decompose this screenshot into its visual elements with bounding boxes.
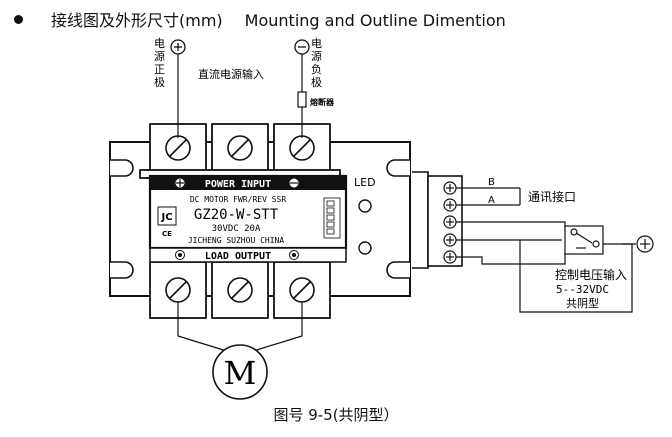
led-indicator-1 [358, 199, 372, 213]
control-terminal-housing [412, 171, 429, 269]
model-number: GZ20-W-STT [194, 207, 279, 223]
motor-letter: M [224, 354, 257, 392]
control-input-label: 控制电压输入 [555, 267, 627, 282]
led-indicator-2 [358, 241, 372, 255]
bullet-icon [14, 14, 23, 24]
motor-wires [177, 302, 303, 353]
positive-terminal-icon [170, 39, 186, 55]
svg-text:极: 极 [154, 75, 165, 89]
jc-logo: JC [157, 206, 177, 226]
load-output-terminal-icons [175, 250, 299, 260]
dc-input-label: 直流电源输入 [198, 67, 264, 81]
ce-mark: CE [162, 230, 172, 238]
svg-text:负: 负 [311, 62, 322, 76]
power-positive-label: 电 源 正 极 [154, 37, 165, 89]
mount-slot-bottom-left [110, 261, 134, 279]
svg-text:源: 源 [154, 49, 165, 63]
motor-icon [212, 344, 268, 400]
svg-text:正: 正 [154, 63, 165, 76]
control-switch-box [564, 225, 604, 255]
common-cathode-label: 共阴型 [566, 296, 599, 310]
fuse-label: 熔断器 [310, 97, 335, 107]
mount-slot-bottom-right [386, 261, 410, 279]
svg-text:源: 源 [311, 49, 322, 63]
fuse-icon [297, 91, 307, 108]
svg-text:JC: JC [160, 212, 172, 223]
load-output-label: LOAD OUTPUT [205, 251, 271, 262]
maker-line: JICHENG SUZHOU CHINA [188, 236, 285, 245]
led-label: LED [354, 176, 376, 189]
control-range-label: 5--32VDC [556, 283, 609, 296]
power-input-label: POWER INPUT [205, 179, 271, 190]
section-title: 接线图及外形尺寸(mm)Mounting and Outline Dimenti… [51, 11, 506, 30]
svg-text:电: 电 [154, 37, 165, 50]
mount-slot-top-right [386, 159, 410, 177]
type-line: DC MOTOR FWR/REV SSR [190, 195, 287, 204]
control-wires [456, 221, 633, 313]
svg-text:电: 电 [311, 37, 322, 50]
mount-slot-top-left [110, 159, 134, 177]
comm-port-label: 通讯接口 [528, 189, 576, 204]
comm-wires [456, 187, 521, 206]
section-header: 接线图及外形尺寸(mm)Mounting and Outline Dimenti… [14, 6, 506, 32]
svg-text:极: 极 [311, 75, 322, 89]
control-plus-terminal-icon [603, 235, 654, 253]
top-screw-icons [165, 135, 315, 161]
terminal-b-label: B [488, 177, 495, 188]
negative-terminal-icon [294, 39, 310, 55]
mini-pin-block [323, 197, 341, 239]
power-negative-label: 电 源 负 极 [311, 37, 322, 89]
terminal-a-label: A [488, 195, 495, 206]
bottom-screw-icons [165, 277, 315, 303]
rating: 30VDC 20A [212, 224, 261, 234]
control-terminal-icons [443, 181, 457, 264]
figure-caption: 图号 9-5(共阴型） [273, 406, 399, 424]
